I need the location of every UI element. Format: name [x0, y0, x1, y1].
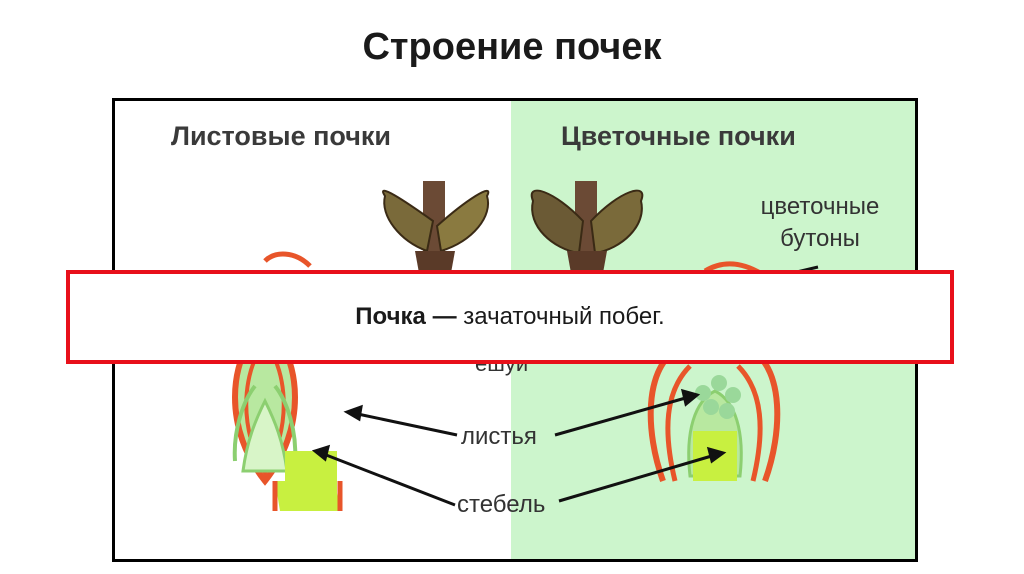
- stem-label: стебель: [457, 491, 546, 518]
- flower-buds-label-line1: цветочные: [760, 193, 880, 220]
- flower-buds-title: Цветочные почки: [561, 121, 796, 151]
- leaf-bud-twig-illustration: [382, 181, 490, 291]
- definition-text: зачаточный побег.: [456, 303, 665, 330]
- slide-title: Строение почек: [362, 26, 662, 68]
- flower-bud-twig-illustration: [530, 181, 644, 291]
- leaf-buds-title: Листовые почки: [171, 121, 392, 151]
- flower-buds-label-line2: бутоны: [780, 225, 860, 252]
- flower-buds-label: цветочные бутоны: [735, 191, 905, 255]
- definition-callout: Почка — зачаточный побег.: [66, 270, 954, 364]
- definition-term: Почка —: [355, 303, 457, 330]
- leaves-label: листья: [461, 423, 537, 450]
